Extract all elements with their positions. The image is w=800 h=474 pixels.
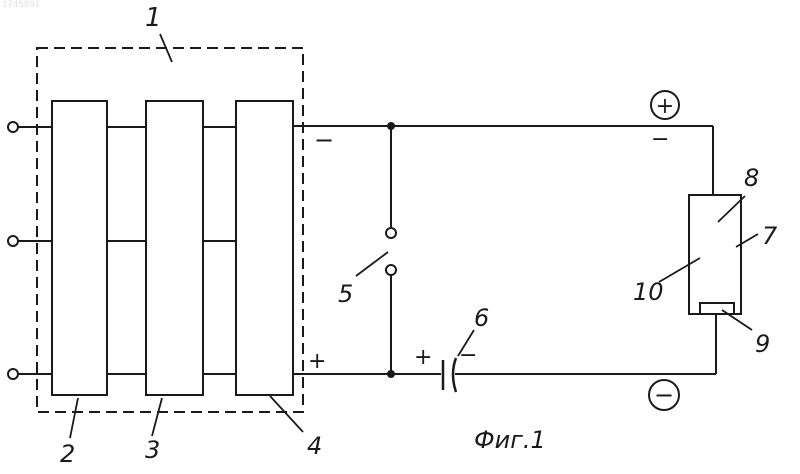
input-terminal-top [8, 122, 18, 132]
leader-line-3 [152, 398, 162, 436]
leader-line-4 [270, 396, 303, 432]
label-8: 8 [744, 164, 759, 192]
capacitor-plus-sign: + [414, 345, 432, 370]
switch-contact-upper [386, 228, 396, 238]
label-2: 2 [60, 440, 75, 468]
electrolytic-cell [689, 195, 741, 314]
figure-caption: Фиг.1 [474, 426, 546, 454]
cathode-plate [700, 303, 734, 314]
input-terminal-bottom [8, 369, 18, 379]
block-3 [146, 101, 203, 395]
label-9: 9 [755, 330, 770, 358]
leader-line-2 [70, 398, 78, 438]
negative-terminal-sign: − [654, 381, 674, 409]
block-4 [236, 101, 293, 395]
block-minus-sign: − [314, 126, 334, 154]
label-1: 1 [145, 3, 162, 33]
cell-minus-sign: − [651, 127, 669, 152]
block-2 [52, 101, 107, 395]
label-6: 6 [474, 304, 489, 332]
label-3: 3 [145, 436, 160, 464]
label-5: 5 [338, 280, 353, 308]
block-plus-sign: + [308, 349, 326, 374]
junction-bottom [387, 370, 395, 378]
switch-contact-lower [386, 265, 396, 275]
capacitor-minus-sign: − [459, 343, 477, 368]
label-7: 7 [762, 222, 778, 250]
leader-line-5 [356, 252, 388, 276]
positive-terminal-sign: + [656, 94, 674, 119]
label-4: 4 [307, 432, 322, 460]
input-terminal-middle [8, 236, 18, 246]
label-10: 10 [633, 278, 664, 306]
